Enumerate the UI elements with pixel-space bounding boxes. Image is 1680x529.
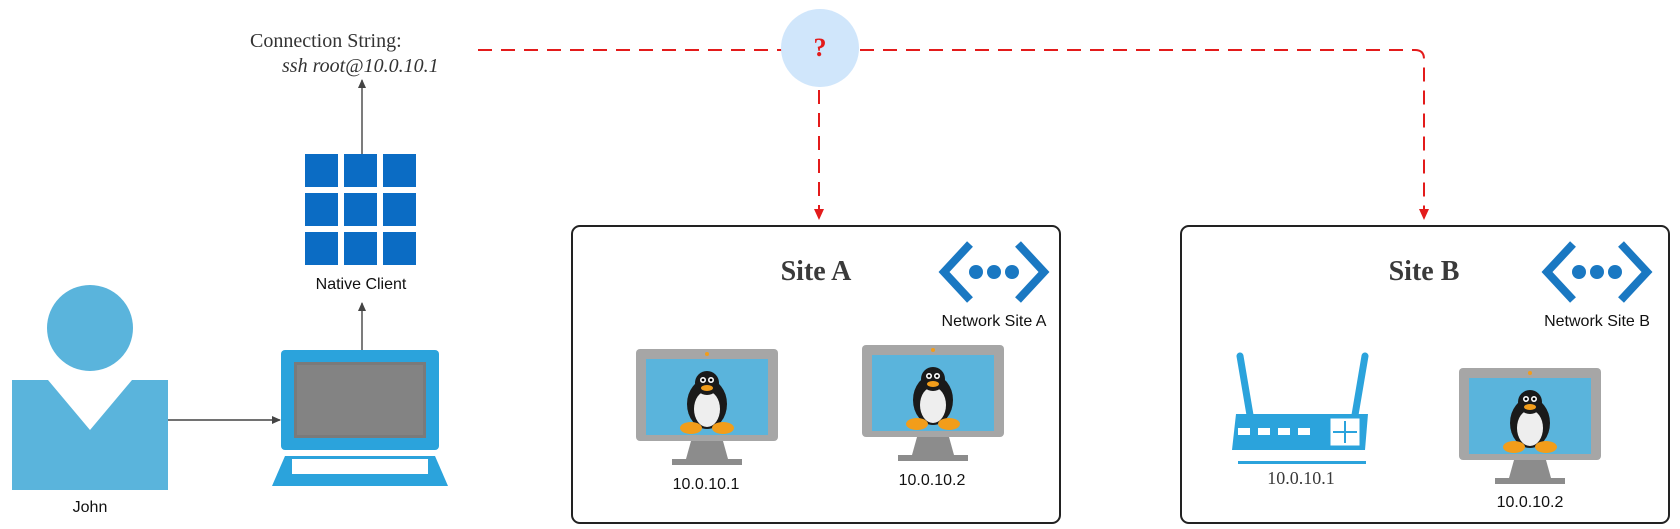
- site-a-device-2-ip: 10.0.10.2: [899, 472, 966, 489]
- site-b-title: Site B: [1389, 256, 1460, 287]
- site-a-title: Site A: [781, 256, 853, 287]
- site-b-container: Site B Network Site B 10.0.10.1 10.0.10.…: [1180, 225, 1670, 524]
- unknown-route-symbol: ?: [814, 33, 827, 62]
- site-a-container: Site A Network Site A 10.0.10.1 10.0.10.…: [571, 225, 1061, 524]
- native-client-label: Native Client: [316, 276, 407, 293]
- site-a-device-1-ip: 10.0.10.1: [673, 476, 740, 493]
- connection-command: ssh root@10.0.10.1: [282, 55, 439, 77]
- site-b-device-1-ip: 10.0.10.1: [1267, 468, 1335, 488]
- site-b-network-label: Network Site B: [1544, 313, 1650, 330]
- person-icon: [12, 285, 168, 490]
- site-a-network-label: Network Site A: [942, 313, 1047, 330]
- site-b-device-2-ip: 10.0.10.2: [1497, 494, 1564, 511]
- person-label: John: [73, 499, 108, 516]
- router-icon: [1232, 352, 1369, 464]
- native-client-grid-icon: [305, 154, 416, 265]
- dashed-route-lines: [478, 49, 1429, 220]
- laptop-icon: [272, 350, 448, 486]
- connection-heading: Connection String:: [250, 30, 402, 52]
- unknown-route-bubble: [781, 9, 859, 87]
